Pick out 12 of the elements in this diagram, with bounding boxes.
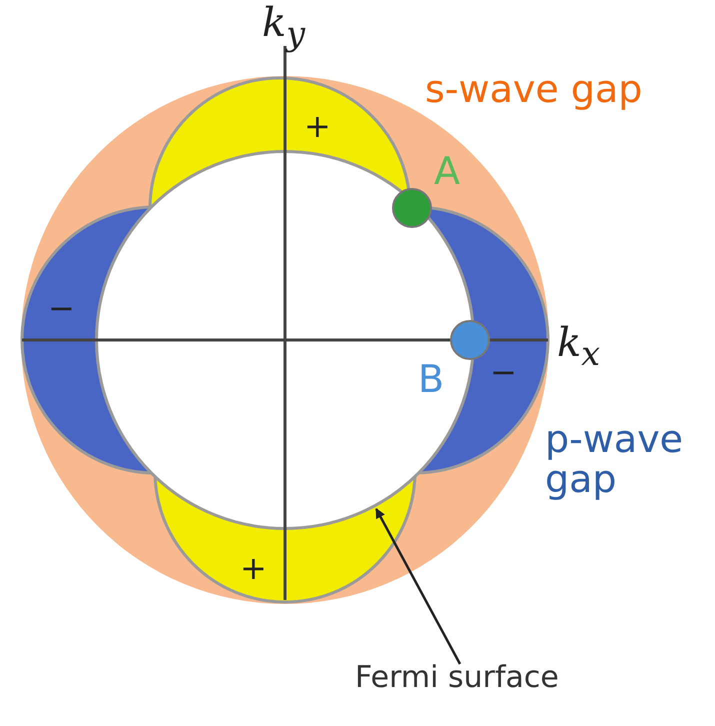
point-label: B (418, 360, 444, 400)
node-label: Fermi surface (355, 660, 559, 695)
sign-label: − (48, 292, 75, 326)
sign-label: + (304, 110, 331, 144)
axis-label: k$_{x}$ (557, 322, 600, 371)
point-label: A (434, 152, 460, 192)
leader-line (375, 508, 462, 665)
sign-label: − (490, 356, 517, 390)
gap-label: p-wave gap (545, 420, 684, 500)
gap-label: s-wave gap (425, 70, 642, 110)
axis-label: k$_{y}$ (262, 2, 306, 51)
sign-label: + (240, 552, 267, 586)
